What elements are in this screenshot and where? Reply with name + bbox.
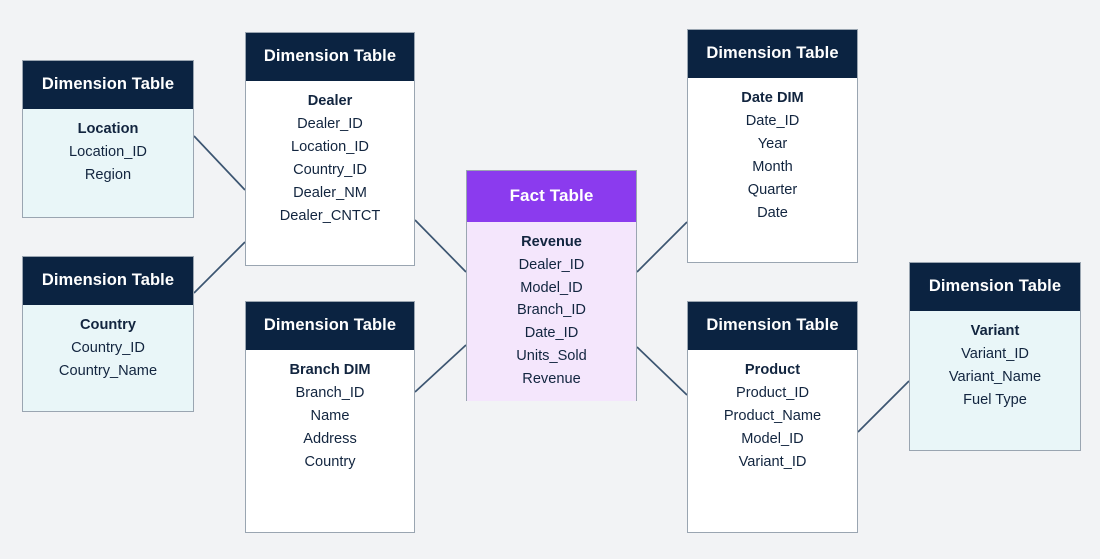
entity-location-name: Location bbox=[77, 121, 139, 138]
entity-date-header: Dimension Table bbox=[688, 30, 857, 79]
entity-dealer-column: Dealer_NM bbox=[293, 184, 367, 201]
entity-country-column: Country_ID bbox=[71, 340, 145, 357]
entity-fact-header: Fact Table bbox=[467, 171, 636, 222]
entity-country-column: Country_Name bbox=[58, 362, 158, 379]
entity-fact-column: Model_ID bbox=[520, 279, 583, 296]
entity-fact-column: Revenue bbox=[522, 371, 581, 388]
entity-variant-body: Variant Variant_ID Variant_Name Fuel Typ… bbox=[910, 311, 1080, 450]
entity-variant-column: Variant_ID bbox=[961, 346, 1029, 363]
entity-location[interactable]: Dimension Table Location Location_ID Reg… bbox=[22, 60, 194, 218]
entity-branch-body: Branch DIM Branch_ID Name Address Countr… bbox=[246, 350, 414, 532]
entity-dealer-body: Dealer Dealer_ID Location_ID Country_ID … bbox=[246, 81, 414, 265]
entity-date-column: Month bbox=[752, 158, 793, 175]
entity-branch-column: Country bbox=[304, 453, 356, 470]
connector-product-variant bbox=[857, 380, 910, 433]
entity-location-column: Region bbox=[84, 166, 132, 183]
connector-fact-product bbox=[636, 346, 688, 396]
entity-branch-header: Dimension Table bbox=[246, 302, 414, 351]
entity-country-name: Country bbox=[80, 317, 136, 334]
entity-branch-name: Branch DIM bbox=[289, 362, 371, 379]
entity-variant[interactable]: Dimension Table Variant Variant_ID Varia… bbox=[909, 262, 1081, 451]
entity-product-header: Dimension Table bbox=[688, 302, 857, 351]
entity-variant-column: Variant_Name bbox=[948, 368, 1042, 385]
entity-dealer-column: Dealer_ID bbox=[297, 116, 363, 133]
entity-fact-column: Units_Sold bbox=[516, 348, 587, 365]
entity-dealer-header: Dimension Table bbox=[246, 33, 414, 82]
entity-product-column: Product_Name bbox=[723, 407, 822, 424]
entity-country[interactable]: Dimension Table Country Country_ID Count… bbox=[22, 256, 194, 412]
entity-date-column: Date bbox=[757, 204, 788, 221]
entity-date-column: Date_ID bbox=[745, 113, 800, 130]
entity-location-header: Dimension Table bbox=[23, 61, 193, 110]
entity-location-column: Location_ID bbox=[69, 144, 147, 161]
entity-product[interactable]: Dimension Table Product Product_ID Produ… bbox=[687, 301, 858, 533]
entity-date-column: Quarter bbox=[747, 181, 798, 198]
entity-dealer-column: Country_ID bbox=[293, 161, 367, 178]
entity-fact-body: Revenue Dealer_ID Model_ID Branch_ID Dat… bbox=[467, 221, 636, 402]
connector-branch-fact bbox=[414, 344, 467, 393]
entity-variant-column: Fuel Type bbox=[963, 391, 1027, 408]
entity-country-header: Dimension Table bbox=[23, 257, 193, 306]
entity-fact-column: Date_ID bbox=[524, 325, 579, 342]
entity-branch-column: Branch_ID bbox=[295, 385, 365, 402]
connector-location-dealer bbox=[193, 135, 246, 191]
entity-variant-header: Dimension Table bbox=[910, 263, 1080, 312]
entity-dealer-column: Location_ID bbox=[291, 138, 369, 155]
entity-fact-column: Dealer_ID bbox=[518, 256, 585, 273]
entity-dealer-name: Dealer bbox=[307, 93, 353, 110]
entity-date-body: Date DIM Date_ID Year Month Quarter Date bbox=[688, 78, 857, 262]
entity-fact-column: Branch_ID bbox=[517, 302, 586, 319]
entity-country-body: Country Country_ID Country_Name bbox=[23, 305, 193, 411]
entity-product-column: Variant_ID bbox=[738, 453, 807, 470]
entity-date-column: Year bbox=[757, 135, 788, 152]
connector-fact-date bbox=[636, 221, 688, 273]
entity-product-name: Product bbox=[744, 362, 801, 379]
entity-branch[interactable]: Dimension Table Branch DIM Branch_ID Nam… bbox=[245, 301, 415, 533]
entity-dealer-column: Dealer_CNTCT bbox=[279, 207, 381, 224]
entity-product-column: Model_ID bbox=[741, 430, 804, 447]
entity-date-name: Date DIM bbox=[741, 90, 804, 107]
entity-product-column: Product_ID bbox=[735, 385, 809, 402]
entity-variant-name: Variant bbox=[970, 323, 1020, 340]
entity-date[interactable]: Dimension Table Date DIM Date_ID Year Mo… bbox=[687, 29, 858, 263]
connector-country-dealer bbox=[193, 241, 246, 294]
entity-product-body: Product Product_ID Product_Name Model_ID… bbox=[688, 350, 857, 532]
entity-branch-column: Name bbox=[310, 407, 350, 424]
entity-fact-name: Revenue bbox=[521, 233, 582, 250]
entity-location-body: Location Location_ID Region bbox=[23, 109, 193, 217]
connector-dealer-fact bbox=[414, 219, 467, 273]
entity-fact-revenue[interactable]: Fact Table Revenue Dealer_ID Model_ID Br… bbox=[466, 170, 637, 402]
entity-dealer[interactable]: Dimension Table Dealer Dealer_ID Locatio… bbox=[245, 32, 415, 266]
entity-branch-column: Address bbox=[303, 430, 357, 447]
